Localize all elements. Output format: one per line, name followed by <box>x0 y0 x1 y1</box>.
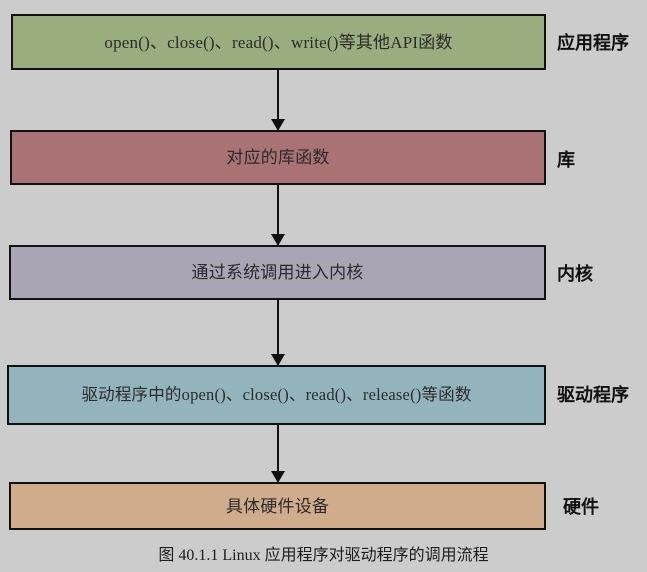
arrow-down-icon <box>271 354 285 366</box>
layer-label-driver: 驱动程序 <box>557 385 629 405</box>
figure-caption: 图 40.1.1 Linux 应用程序对驱动程序的调用流程 <box>158 547 489 564</box>
flow-box-kernel-label: 通过系统调用进入内核 <box>191 263 364 282</box>
connector-library-to-kernel <box>271 185 285 246</box>
flow-box-hardware-label: 具体硬件设备 <box>225 496 330 516</box>
flow-box-library-label: 对应的库函数 <box>226 148 330 167</box>
flow-box-driver-label: 驱动程序中的open()、close()、read()、release()等函数 <box>81 384 472 404</box>
layer-label-kernel: 内核 <box>557 264 593 284</box>
layer-label-library: 库 <box>557 150 575 170</box>
flow-box-application-label: open()、close()、read()、write()等其他API函数 <box>104 32 453 52</box>
connector-kernel-to-driver <box>271 300 285 366</box>
flow-box-library[interactable]: 对应的库函数 <box>10 130 546 185</box>
flow-box-application[interactable]: open()、close()、read()、write()等其他API函数 <box>11 14 546 70</box>
flow-box-driver[interactable]: 驱动程序中的open()、close()、read()、release()等函数 <box>7 365 546 425</box>
arrow-down-icon <box>271 234 285 246</box>
flow-box-hardware[interactable]: 具体硬件设备 <box>9 482 546 530</box>
layer-label-hardware: 硬件 <box>563 497 599 517</box>
arrow-down-icon <box>271 119 285 131</box>
arrow-down-icon <box>271 471 285 483</box>
connector-driver-to-hardware <box>271 425 285 483</box>
layer-label-application: 应用程序 <box>557 33 629 53</box>
connector-application-to-library <box>271 70 285 131</box>
flow-box-kernel[interactable]: 通过系统调用进入内核 <box>9 245 546 300</box>
